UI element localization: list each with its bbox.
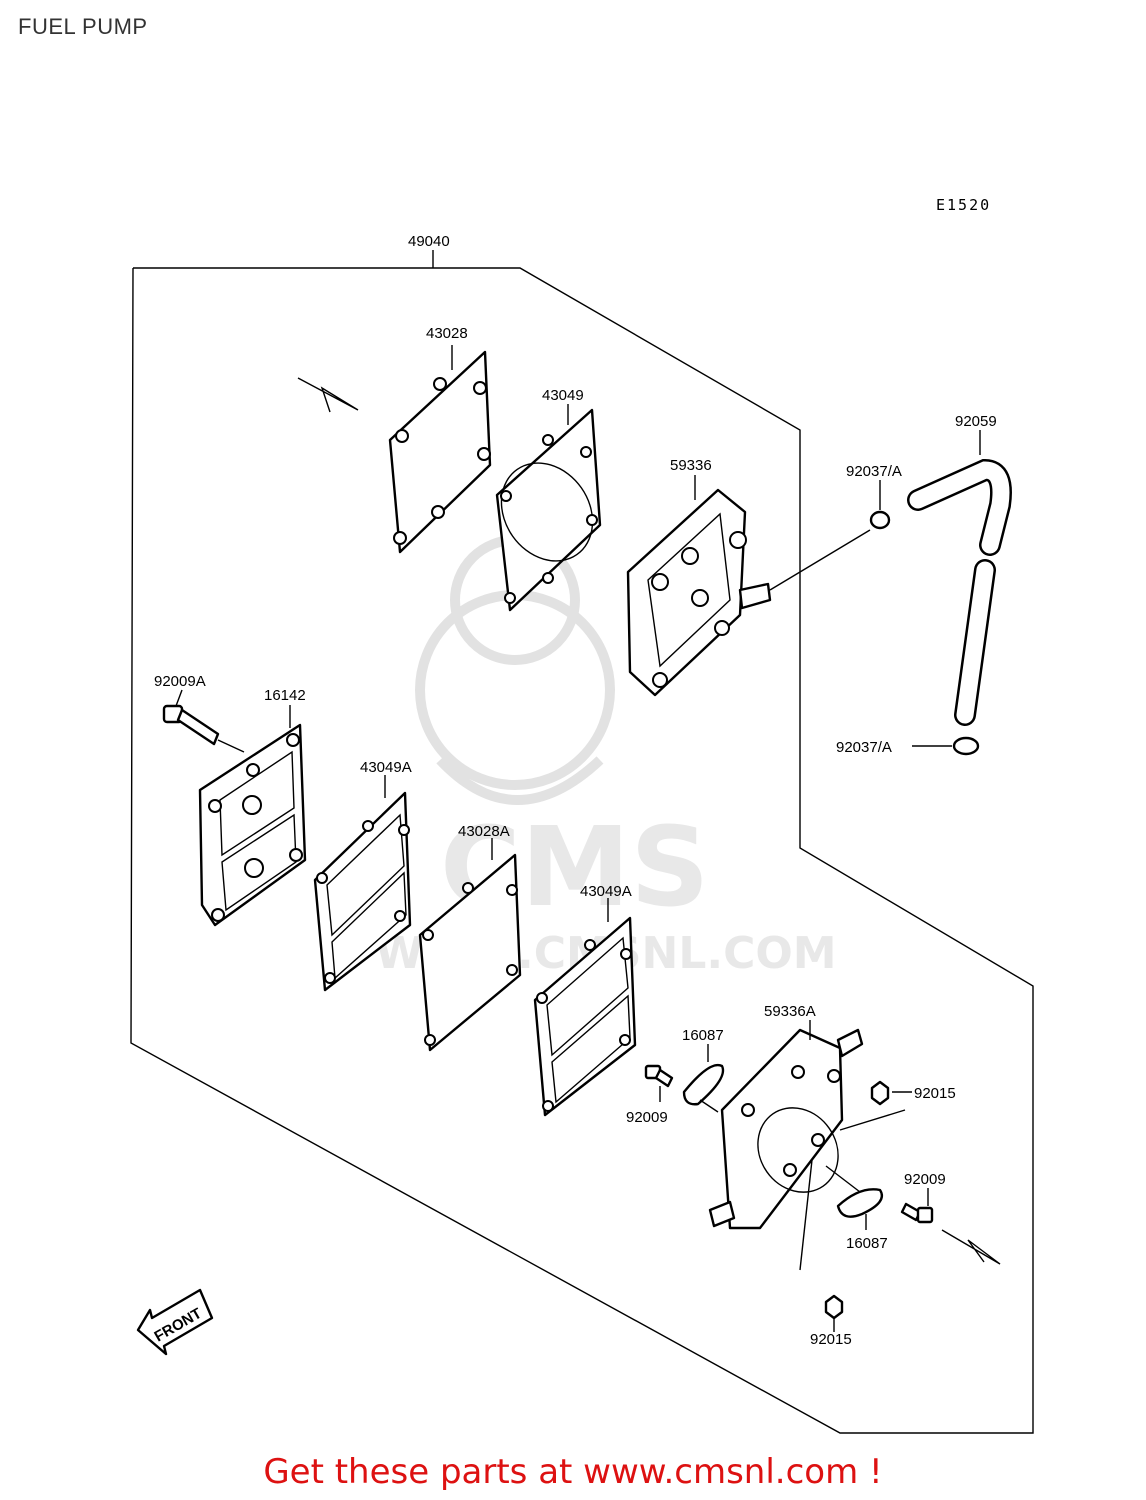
pump-body-59336: [626, 475, 871, 697]
part-number-92009-left: 92009: [626, 1109, 668, 1126]
part-number-92015-bottom: 92015: [810, 1331, 852, 1348]
hose-92059: [907, 430, 1012, 726]
part-number-92059: 92059: [955, 413, 997, 430]
part-labels: 49040 43028 43049 59336 92037/A 92059 92…: [154, 233, 997, 1348]
part-number-92009-right: 92009: [904, 1171, 946, 1188]
part-number-43049a-1: 43049A: [360, 759, 412, 776]
part-number-43028a: 43028A: [458, 823, 510, 840]
pump-body-59336a: [708, 1020, 864, 1230]
part-number-49040: 49040: [408, 233, 450, 250]
nut-92015-top: [839, 1080, 912, 1131]
diagram-code: E1520: [936, 196, 991, 214]
part-number-43049a-2: 43049A: [580, 883, 632, 900]
part-number-16087-bottom: 16087: [846, 1235, 888, 1252]
bolt-92009a: [162, 689, 245, 753]
part-number-92037a-bottom: 92037/A: [836, 739, 892, 756]
direction-arrow-top: [297, 377, 359, 413]
part-number-92009a: 92009A: [154, 673, 206, 690]
valve-16087-bottom: [825, 1165, 884, 1230]
clip-92037a-bottom: [912, 736, 980, 756]
diaphragm-43049: [495, 404, 602, 612]
page-title: FUEL PUMP: [18, 14, 148, 39]
part-number-16142: 16142: [264, 687, 306, 704]
part-number-43049: 43049: [542, 387, 584, 404]
gasket-43049a-2: [533, 898, 637, 1117]
front-arrow: FRONT: [136, 1288, 214, 1356]
assembly-boundary: [130, 267, 1034, 1434]
gasket-43028a: [418, 838, 522, 1052]
part-number-59336: 59336: [670, 457, 712, 474]
gasket-43049a-1: [313, 775, 412, 992]
direction-arrow-bottom: [941, 1229, 1001, 1265]
footer-link[interactable]: Get these parts at www.cmsnl.com !: [263, 1452, 883, 1492]
part-number-16087-top: 16087: [682, 1027, 724, 1044]
screw-92009-right: [900, 1188, 934, 1224]
nut-92015-bottom: [799, 1159, 844, 1332]
screw-92009-left: [644, 1064, 674, 1102]
cover-16142: [198, 705, 307, 927]
part-number-59336a: 59336A: [764, 1003, 816, 1020]
part-number-92037a-top: 92037/A: [846, 463, 902, 480]
fuel-pump-diagram: CMS WWW.CMSNL.COM E1520: [130, 196, 1034, 1434]
part-number-92015-top: 92015: [914, 1085, 956, 1102]
clip-92037a-top: [869, 480, 891, 530]
valve-16087-top: [682, 1044, 725, 1113]
gasket-43028: [388, 345, 492, 554]
part-number-43028: 43028: [426, 325, 468, 342]
